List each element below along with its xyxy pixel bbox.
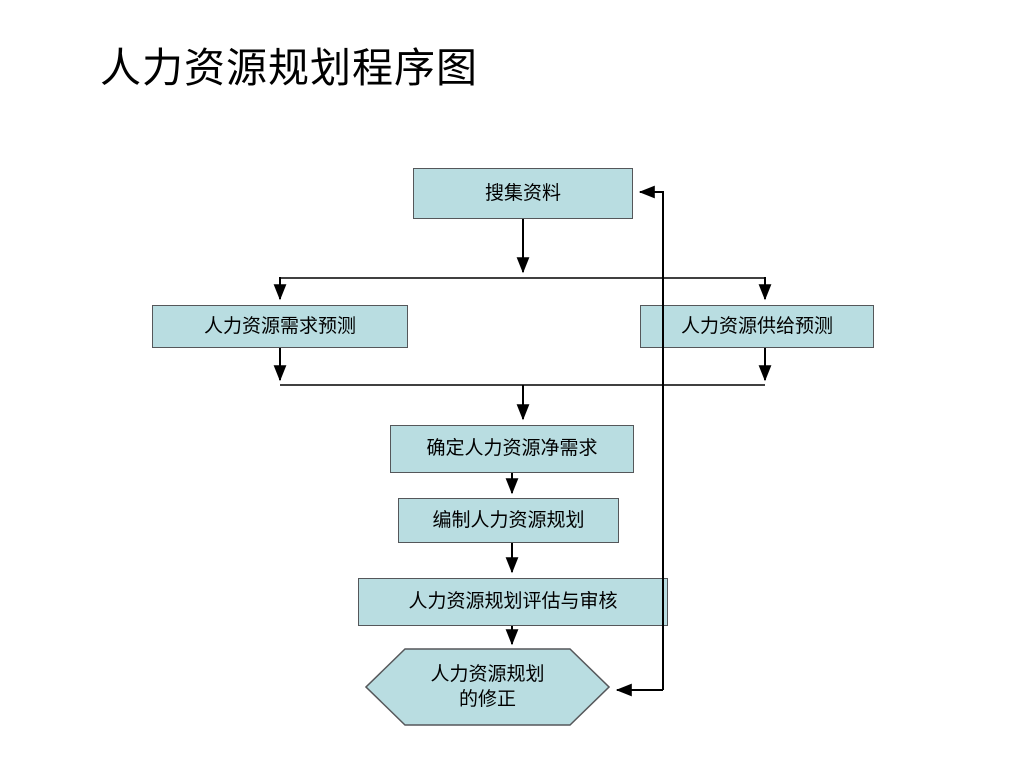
node-revise-plan-label: 人力资源规划 的修正 [430,663,545,710]
node-net-demand[interactable]: 确定人力资源净需求 [390,425,634,473]
node-evaluate-review[interactable]: 人力资源规划评估与审核 [358,578,668,626]
node-formulate-plan-label: 编制人力资源规划 [432,508,585,531]
hexagon-shape [365,648,610,726]
node-revise-plan[interactable]: 人力资源规划 的修正 [365,648,610,726]
page-title: 人力资源规划程序图 [100,44,478,92]
node-net-demand-label: 确定人力资源净需求 [426,437,598,460]
node-evaluate-review-label: 人力资源规划评估与审核 [408,590,618,613]
node-demand-forecast[interactable]: 人力资源需求预测 [152,305,408,348]
node-formulate-plan[interactable]: 编制人力资源规划 [398,498,619,543]
edge-split-bar [273,277,772,301]
node-supply-forecast-label: 人力资源供给预测 [680,314,833,337]
node-collect[interactable]: 搜集资料 [413,168,633,219]
node-collect-label: 搜集资料 [484,181,561,204]
edge-merge-bar [273,348,772,421]
node-demand-forecast-label: 人力资源需求预测 [203,314,356,337]
node-supply-forecast[interactable]: 人力资源供给预测 [640,305,874,348]
